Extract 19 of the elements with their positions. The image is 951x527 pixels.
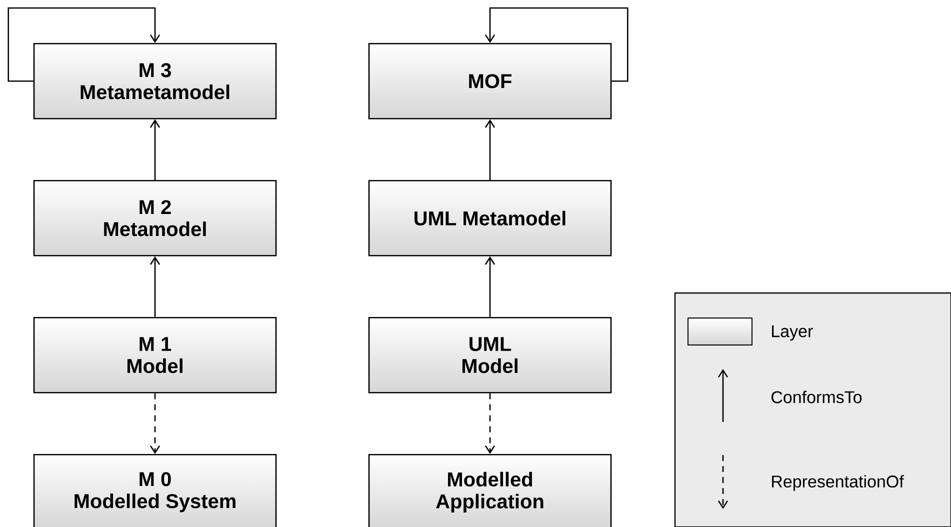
layer-box: UML Metamodel — [368, 180, 612, 256]
layer-box: M 0 Modelled System — [33, 454, 277, 527]
loop-arrow — [8, 7, 160, 82]
legend-label: ConformsTo — [772, 390, 862, 404]
layer-box: MOF — [368, 43, 612, 120]
dashed-arrow — [150, 393, 160, 454]
layer-box: Modelled Application — [368, 454, 612, 527]
arrow — [150, 119, 160, 180]
arrow — [484, 119, 496, 180]
layer-box: M 1 Model — [33, 317, 277, 394]
dashed-arrow — [484, 393, 496, 454]
layer-box: UML Model — [368, 317, 612, 394]
arrow — [484, 256, 496, 317]
layer-box: M 3 Metametamodel — [33, 43, 277, 120]
layer-box: M 2 Metamodel — [33, 180, 277, 256]
legend-label: Layer — [772, 325, 813, 341]
legend-label: RepresentationOf — [772, 475, 904, 491]
loop-arrow — [484, 7, 628, 82]
arrow — [150, 256, 160, 317]
